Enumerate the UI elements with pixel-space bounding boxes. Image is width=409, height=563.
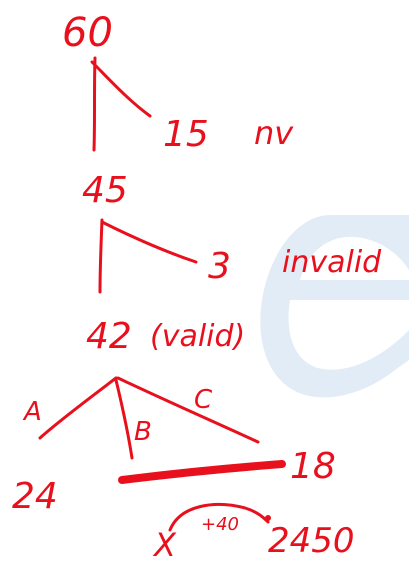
curved-arrow bbox=[168, 502, 270, 532]
branch-value-a: 24 bbox=[12, 476, 58, 517]
root-value: 60 bbox=[62, 10, 113, 56]
arc-label: +40 bbox=[201, 514, 239, 535]
removed-note-2: invalid bbox=[282, 245, 382, 280]
branch-line-right-2 bbox=[100, 220, 198, 264]
remaining-value-2: 42 bbox=[86, 316, 132, 357]
branch-line-right-1 bbox=[90, 60, 152, 118]
arrow-dot bbox=[265, 515, 271, 521]
remaining-note-2: (valid) bbox=[150, 319, 245, 354]
branch-line-c bbox=[116, 376, 260, 444]
removed-value-1: 15 bbox=[163, 114, 209, 155]
remaining-value-1: 45 bbox=[82, 170, 128, 211]
bottom-result: 2450 bbox=[268, 521, 355, 561]
branch-label-c: C bbox=[194, 385, 213, 415]
cross-mark: X bbox=[152, 526, 177, 563]
branch-line-a bbox=[38, 376, 118, 440]
removed-note-1: nv bbox=[254, 114, 294, 152]
branch-value-c: 18 bbox=[290, 446, 336, 487]
letter-e-logo-icon bbox=[260, 215, 409, 398]
branch-line-left-2 bbox=[98, 218, 104, 294]
branch-line-left-1 bbox=[92, 56, 97, 152]
branch-label-a: A bbox=[22, 397, 42, 427]
branch-line-b bbox=[114, 378, 134, 460]
thick-underline bbox=[118, 460, 286, 484]
removed-value-2: 3 bbox=[208, 246, 231, 287]
branch-label-b: B bbox=[134, 417, 152, 447]
